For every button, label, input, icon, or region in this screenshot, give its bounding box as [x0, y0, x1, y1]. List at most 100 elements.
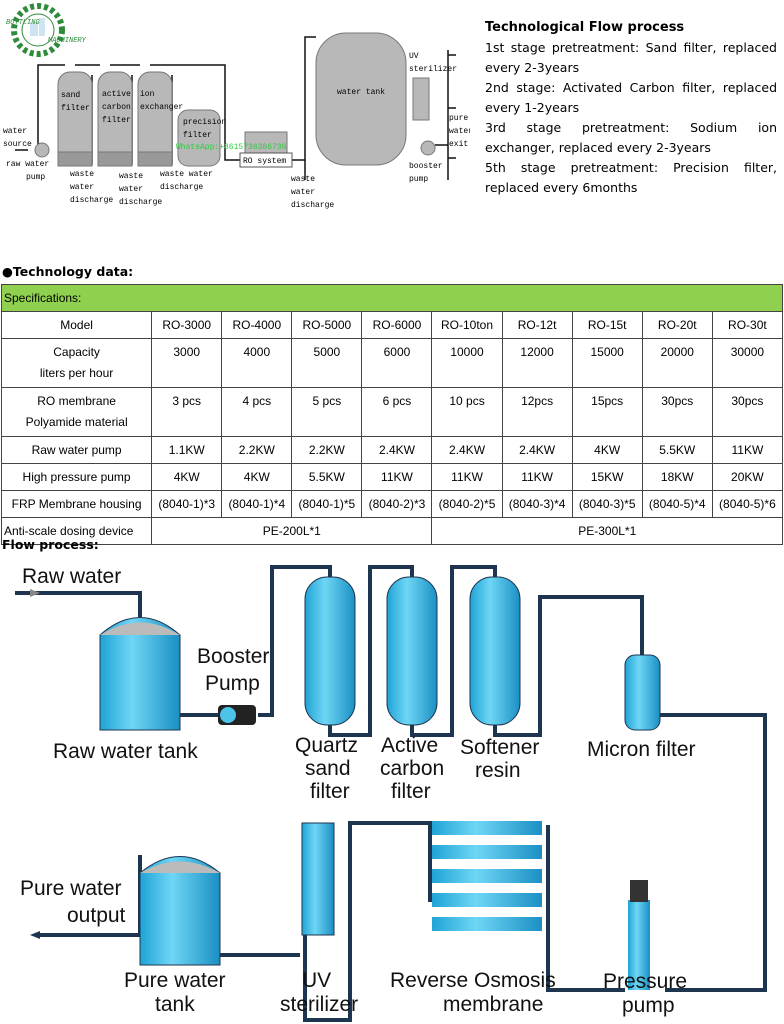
svg-text:filter: filter: [183, 131, 212, 140]
table-cell: (8040-1)*3: [151, 490, 223, 518]
outlet-arrow-icon: [30, 931, 40, 939]
top-process-schematic: BOTTLING MACHINERY water source raw wate…: [3, 3, 470, 210]
table-cell: PE-300L*1: [431, 517, 783, 545]
table-cell: (8040-3)*4: [501, 490, 573, 518]
svg-text:water: water: [449, 127, 470, 136]
table-cell: 4KW: [571, 436, 643, 464]
flow-process-title: Flow process:: [2, 537, 99, 552]
table-cell: 4000: [221, 338, 293, 388]
table-cell: 2.4KW: [431, 436, 503, 464]
table-cell: PE-200L*1: [151, 517, 433, 545]
pure-water-tank: [139, 856, 221, 966]
table-cell: 11KW: [711, 436, 784, 464]
row-label: Capacity liters per hour: [0, 338, 153, 388]
svg-text:active: active: [102, 90, 131, 99]
svg-text:UV: UV: [302, 969, 331, 992]
svg-text:waste water: waste water: [160, 170, 213, 179]
table-cell: 10 pcs: [431, 387, 503, 437]
row-label: High pressure pump: [0, 463, 153, 491]
table-cell: RO-3000: [151, 311, 223, 339]
row-label-line: FRP Membrane housing: [11, 497, 142, 511]
table-cell: 5 pcs: [291, 387, 363, 437]
table-cell: 6000: [361, 338, 433, 388]
raw-water-tank: [99, 617, 181, 731]
row-label-line: RO membrane: [37, 394, 116, 408]
stage-1: 1st stage pretreatment: Sand filter, rep…: [485, 40, 777, 75]
table-cell: RO-20t: [641, 311, 713, 339]
flow-process-diagram: Raw water Raw water tank Booster Pump Qu…: [15, 565, 767, 1022]
svg-text:sterilizer: sterilizer: [280, 993, 358, 1016]
svg-text:pump: pump: [409, 175, 428, 184]
table-cell: (8040-1)*4: [221, 490, 293, 518]
svg-text:ion: ion: [140, 90, 155, 99]
flow-process-title: Technological Flow process: [485, 20, 685, 35]
table-cell: 2.4KW: [361, 436, 433, 464]
table-cell: 5000: [291, 338, 363, 388]
table-cell: 11KW: [431, 463, 503, 491]
table-cell: 4KW: [221, 463, 293, 491]
table-cell: 5.5KW: [641, 436, 713, 464]
table-cell: 20KW: [711, 463, 784, 491]
row-label-line: Capacity: [53, 345, 100, 359]
table-cell: (8040-5)*6: [711, 490, 784, 518]
table-cell: 4KW: [151, 463, 223, 491]
svg-text:pump: pump: [622, 994, 675, 1017]
svg-text:Pressure: Pressure: [603, 970, 687, 993]
svg-text:water: water: [291, 188, 315, 197]
svg-text:Pump: Pump: [205, 672, 260, 695]
svg-text:sand: sand: [61, 91, 80, 100]
svg-text:Active: Active: [381, 734, 438, 757]
flow-process-description: Technological Flow process 1st stage pre…: [485, 18, 777, 198]
svg-text:filter: filter: [310, 780, 350, 803]
svg-text:raw water: raw water: [6, 160, 49, 169]
table-cell: 11KW: [501, 463, 573, 491]
table-cell: 2.2KW: [291, 436, 363, 464]
svg-text:sand: sand: [305, 757, 351, 780]
row-label-line: liters per hour: [39, 366, 114, 380]
table-cell: 6 pcs: [361, 387, 433, 437]
table-cell: (8040-2)*3: [361, 490, 433, 518]
svg-text:pump: pump: [26, 173, 45, 182]
svg-text:Quartz: Quartz: [295, 734, 358, 757]
booster-pump: [218, 705, 256, 725]
svg-text:RO system: RO system: [243, 157, 286, 166]
svg-text:carbon: carbon: [380, 757, 444, 780]
svg-text:output: output: [67, 904, 126, 927]
logo-text: BOTTLING: [6, 19, 40, 27]
table-cell: RO-12t: [501, 311, 573, 339]
row-label-line: Polyamide material: [25, 415, 128, 429]
table-cell: 2.2KW: [221, 436, 293, 464]
table-cell: 5.5KW: [291, 463, 363, 491]
table-cell: 11KW: [361, 463, 433, 491]
table-cell: 2.4KW: [501, 436, 573, 464]
table-cell: 30pcs: [711, 387, 784, 437]
table-cell: 4 pcs: [221, 387, 293, 437]
specifications-header: Specifications:: [1, 284, 783, 312]
table-cell: 20000: [641, 338, 713, 388]
pressure-pump: [628, 880, 650, 990]
table-cell: 1.1KW: [151, 436, 223, 464]
table-cell: 15000: [571, 338, 643, 388]
svg-text:water: water: [3, 127, 27, 136]
svg-text:exchanger: exchanger: [140, 103, 183, 112]
svg-text:Softener: Softener: [460, 736, 539, 759]
row-label-line: High pressure pump: [22, 470, 131, 484]
table-cell: (8040-2)*5: [431, 490, 503, 518]
svg-text:pure: pure: [449, 114, 468, 123]
table-cell: 18KW: [641, 463, 713, 491]
table-cell: 30000: [711, 338, 784, 388]
table-cell: 3000: [151, 338, 223, 388]
table-cell: (8040-3)*5: [571, 490, 643, 518]
table-row: FRP Membrane housing (8040-1)*3(8040-1)*4…: [0, 490, 784, 518]
svg-text:Pure water: Pure water: [20, 877, 122, 900]
table-cell: RO-30t: [711, 311, 784, 339]
svg-text:filter: filter: [102, 116, 131, 125]
svg-text:UV: UV: [409, 52, 419, 61]
svg-text:carbon: carbon: [102, 103, 131, 112]
svg-text:exit: exit: [449, 140, 468, 149]
